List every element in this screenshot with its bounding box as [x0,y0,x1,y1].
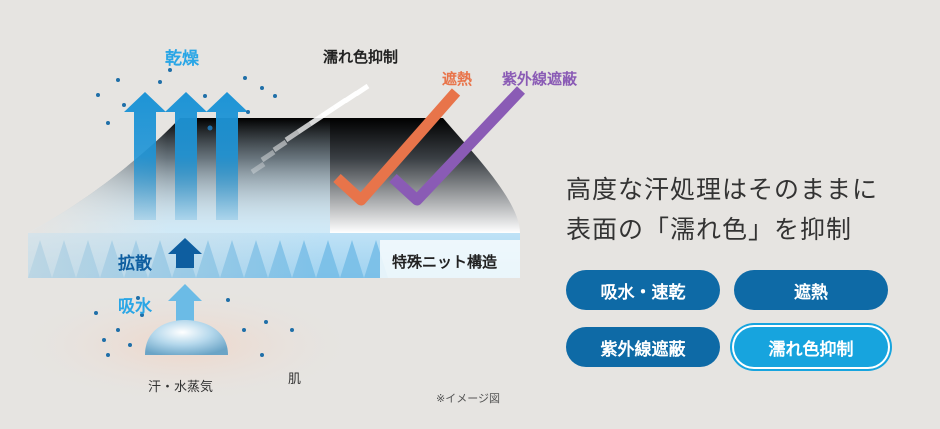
heat-shield-mark [333,88,461,206]
diffusion-label: 拡散 [118,254,152,274]
sweat-label: 汗・水蒸気 [148,380,214,395]
sweat-droplet [145,320,228,355]
image-note: ※イメージ図 [436,392,500,405]
feature-pill-uv-shield: 紫外線遮蔽 [566,327,720,367]
absorption-label: 吸水 [118,297,152,317]
dry-arrows [124,92,248,220]
wet-suppression-label: 濡れ色抑制 [323,48,399,66]
skin-label: 肌 [288,372,302,387]
knit-structure-label: 特殊ニット構造 [392,253,498,271]
wet-suppression-dashes [250,83,370,175]
dry-label: 乾燥 [165,49,199,69]
feature-pill-wet-suppression: 濡れ色抑制 [734,327,888,367]
diffusion-arrow [168,238,202,268]
heat-shield-label: 遮熱 [442,70,473,88]
headline-line-1: 高度な汗処理はそのままに [566,175,879,204]
feature-pill-heat-shield: 遮熱 [734,270,888,310]
absorption-arrow [168,284,202,322]
headline-line-2: 表面の「濡れ色」を抑制 [566,215,853,244]
vapor-dots [94,68,294,357]
uv-shield-mark [389,86,525,206]
feature-pill-absorb-dry: 吸水・速乾 [566,270,720,310]
uv-shield-label: 紫外線遮蔽 [502,70,578,88]
